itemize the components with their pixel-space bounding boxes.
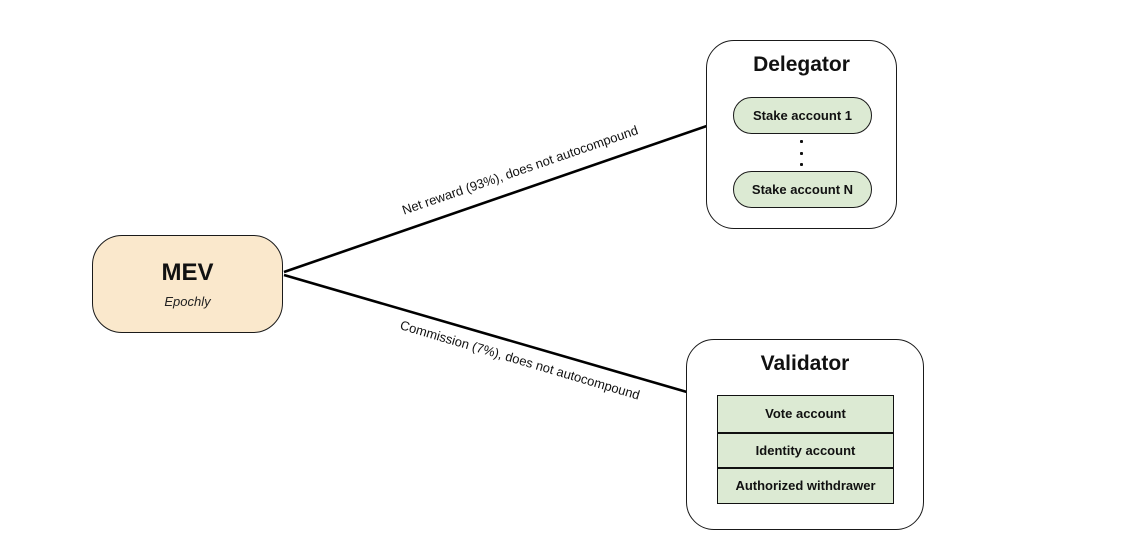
stake-account-n: Stake account N: [733, 171, 872, 208]
stake-account-1: Stake account 1: [733, 97, 872, 134]
validator-title: Validator: [760, 352, 850, 375]
identity-account-row: Identity account: [718, 431, 893, 467]
delegator-node: Delegator Stake account 1 Stake account …: [706, 40, 897, 229]
commission-arrow-label: Commission (7%), does not autocompound: [398, 317, 642, 403]
validator-node: Validator Vote account Identity account …: [686, 339, 924, 530]
mev-title: MEV: [161, 258, 214, 286]
authorized-withdrawer-row: Authorized withdrawer: [718, 467, 893, 503]
vote-account-row: Vote account: [718, 396, 893, 432]
net-reward-arrow: [283, 115, 729, 274]
mev-subtitle: Epochly: [164, 293, 211, 309]
commission-arrow: [283, 273, 713, 404]
mev-node: MEV Epochly: [92, 235, 283, 333]
delegator-title: Delegator: [753, 53, 850, 76]
vertical-ellipsis-icon: [707, 140, 896, 166]
validator-accounts-table: Vote account Identity account Authorized…: [717, 395, 894, 504]
net-reward-arrow-label: Net reward (93%), does not autocompound: [400, 122, 640, 218]
